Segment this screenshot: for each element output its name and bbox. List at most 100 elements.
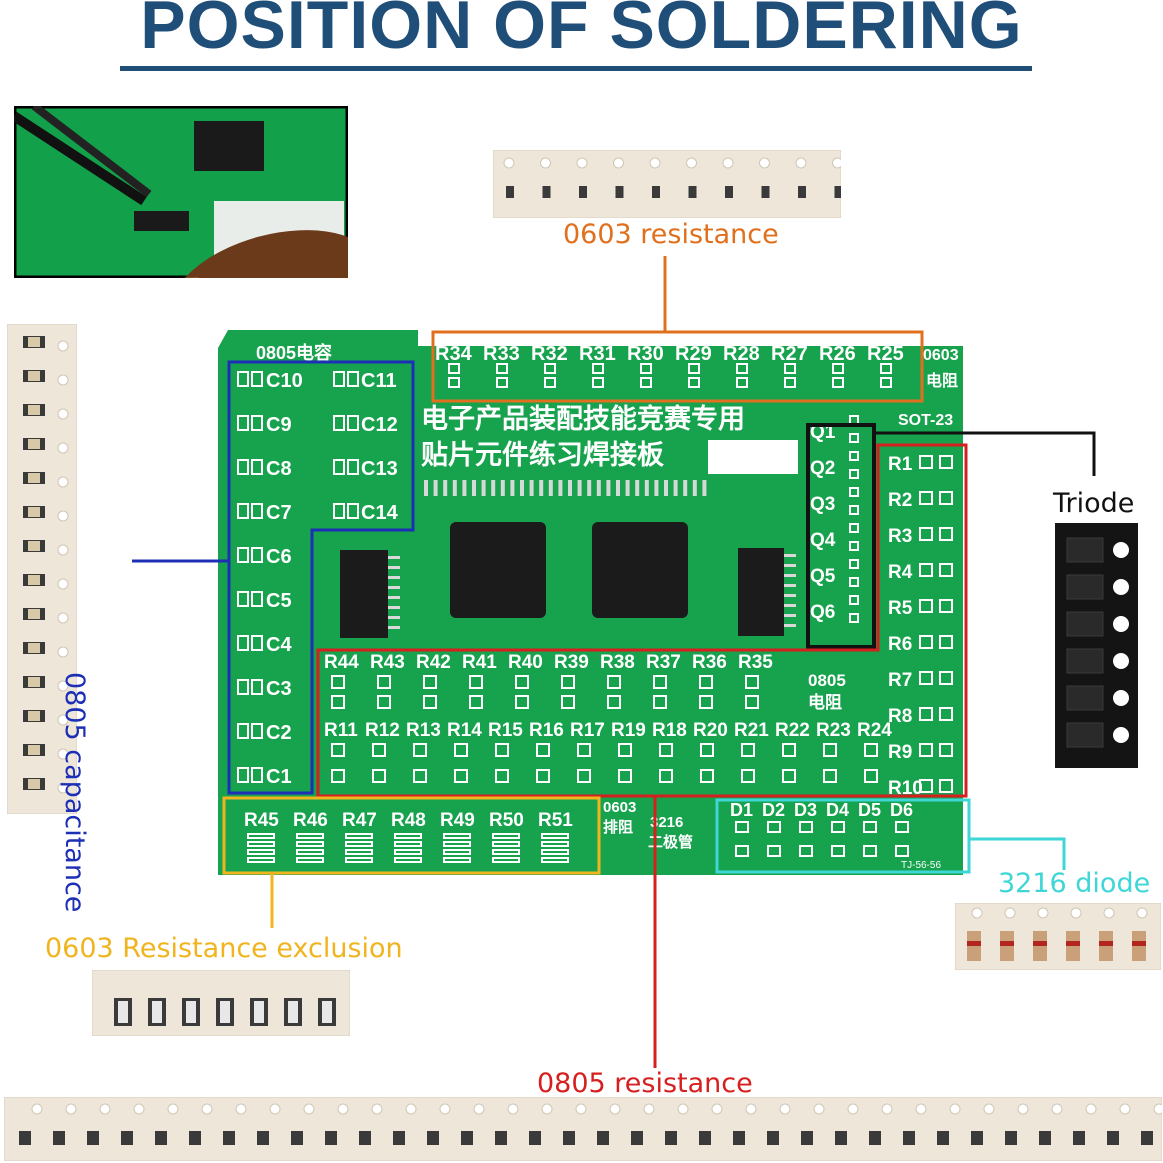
callout-cap-0805: 0805 capacitance: [59, 672, 90, 913]
box-res-0805: [316, 443, 968, 798]
designator-resistor-0603: R32: [531, 343, 568, 365]
designator-triode: Q2: [810, 458, 835, 479]
designator-capacitor: C11: [361, 370, 397, 392]
designator-resistor-0805: R20: [693, 720, 728, 741]
res0603-tag2: 电阻: [926, 371, 958, 390]
designator-resistor-0805: R9: [888, 742, 912, 763]
designator-resistor-0805: R11: [324, 720, 358, 741]
designator-capacitor: C6: [266, 546, 292, 568]
designator-capacitor: C5: [266, 590, 292, 612]
designator-resistor-pack: R45: [244, 810, 279, 831]
designator-resistor-0603: R34: [435, 343, 473, 365]
designator-resistor-0805: R16: [529, 720, 564, 741]
soic-chip-right: [738, 548, 784, 636]
designator-diode: D6: [890, 800, 913, 820]
board-headline-1: 电子产品装配技能竞赛专用: [421, 403, 745, 434]
designator-resistor-0805: R44: [324, 652, 359, 673]
designator-resistor-0805: R2: [888, 490, 912, 511]
designator-resistor-0805: R37: [646, 652, 681, 673]
designator-resistor-pack: R48: [391, 810, 426, 831]
designator-diode: D5: [858, 800, 881, 820]
designator-triode: Q5: [810, 566, 836, 587]
sot-tag: SOT-23: [898, 412, 953, 429]
designator-resistor-0805: R38: [600, 652, 635, 673]
res0805-tag2: 电阻: [808, 692, 842, 712]
designator-resistor-0805: R12: [365, 720, 400, 741]
designator-resistor-0805: R14: [447, 720, 482, 741]
designator-triode: Q4: [810, 530, 836, 551]
designator-resistor-0805: R7: [888, 670, 912, 691]
designator-triode: Q3: [810, 494, 835, 515]
designator-capacitor: C7: [266, 502, 292, 524]
designator-resistor-pack: R47: [342, 810, 377, 831]
designator-resistor-0805: R23: [816, 720, 851, 741]
designator-resistor-0805: R4: [888, 562, 913, 583]
designator-resistor-0805: R18: [652, 720, 687, 741]
designator-capacitor: C4: [266, 634, 292, 656]
designator-resistor-0805: R3: [888, 526, 912, 547]
qfp-chip-left: [450, 522, 546, 618]
res0603-tag: 0603: [923, 347, 959, 364]
designator-diode: D1: [730, 800, 753, 820]
cap-header: 0805电容: [256, 342, 332, 363]
designator-resistor-pack: R51: [538, 810, 573, 831]
designator-capacitor: C2: [266, 722, 292, 744]
callout-triode: Triode: [1053, 488, 1135, 519]
page-title: POSITION OF SOLDERING: [140, 0, 1023, 63]
designator-resistor-0805: R15: [488, 720, 523, 741]
designator-resistor-0603: R25: [867, 343, 904, 365]
callout-res-0603: 0603 resistance: [563, 219, 779, 250]
designator-resistor-0805: R41: [462, 652, 497, 673]
designator-resistor-0805: R1: [888, 454, 913, 475]
designator-triode: Q1: [810, 422, 836, 443]
designator-resistor-0603: R30: [627, 343, 664, 365]
label-blank-area: [708, 440, 798, 474]
designator-resistor-pack: R50: [489, 810, 524, 831]
qfp-chip-right: [592, 522, 688, 618]
board-headline-2: 贴片元件练习焊接板: [421, 439, 664, 470]
pcb-board: 0805电容 0603 电阻 SOT-23 电子产品装配技能竞赛专用 贴片元件练…: [218, 330, 963, 875]
designator-resistor-0603: R29: [675, 343, 712, 365]
designator-resistor-0603: R26: [819, 343, 856, 365]
designator-resistor-0805: R6: [888, 634, 912, 655]
box-res-exclusion: [222, 796, 601, 875]
tape-0603-resistance: [493, 150, 841, 218]
designator-resistor-0805: R5: [888, 598, 913, 619]
designator-resistor-0603: R28: [723, 343, 760, 365]
diode-tag2: 二极管: [648, 833, 693, 851]
res0805-tag: 0805: [808, 671, 846, 690]
designator-resistor-0805: R42: [416, 652, 451, 673]
pack-tag: 0603: [603, 799, 636, 816]
designator-resistor-0805: R24: [857, 720, 892, 741]
box-res-0603: [431, 330, 924, 403]
designator-resistor-0805: R22: [775, 720, 810, 741]
soldering-photo: [14, 106, 348, 278]
designator-resistor-0805: R10: [888, 778, 923, 799]
designator-triode: Q6: [810, 602, 835, 623]
designator-capacitor: C9: [266, 414, 292, 436]
callout-diode-3216: 3216 diode: [998, 868, 1151, 899]
designator-capacitor: C12: [361, 414, 398, 436]
designator-resistor-0805: R40: [508, 652, 543, 673]
title-underline: [120, 66, 1032, 71]
designator-resistor-0603: R27: [771, 343, 808, 365]
maker-mark: TJ-56-56: [901, 860, 941, 871]
callout-res-exclusion: 0603 Resistance exclusion: [45, 933, 403, 964]
designator-capacitor: C3: [266, 678, 292, 700]
designator-resistor-0603: R31: [579, 343, 616, 365]
designator-resistor-pack: R46: [293, 810, 328, 831]
designator-resistor-0805: R36: [692, 652, 727, 673]
designator-resistor-0805: R21: [734, 720, 769, 741]
designator-capacitor: C10: [266, 370, 303, 392]
soic-chip-left: [340, 550, 388, 638]
tape-0805-capacitance: [7, 324, 77, 814]
tape-0805-resistance: [4, 1097, 1162, 1161]
designator-resistor-0805: R43: [370, 652, 405, 673]
designator-capacitor: C13: [361, 458, 398, 480]
designator-diode: D2: [762, 800, 785, 820]
box-cap-0805: [227, 360, 415, 795]
pack-tag2: 排阻: [603, 818, 633, 836]
box-diode-3216: [715, 798, 971, 874]
designator-resistor-0805: R19: [611, 720, 646, 741]
designator-capacitor: C14: [361, 502, 399, 524]
